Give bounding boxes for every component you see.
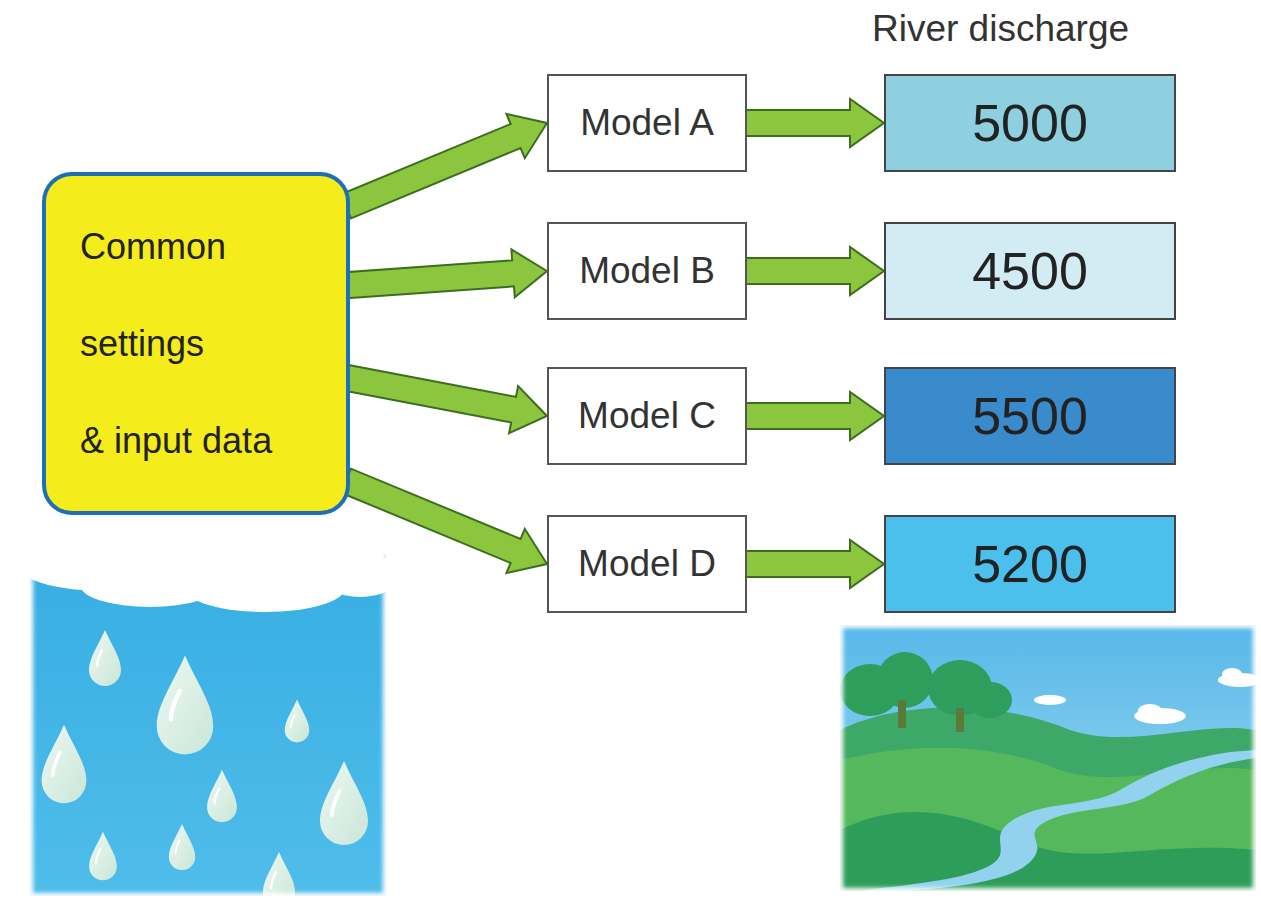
discharge-value: 4500 <box>972 241 1088 301</box>
land-sky <box>840 625 1256 891</box>
rain-cloud <box>30 540 386 612</box>
rain-illustration <box>30 540 386 896</box>
discharge-box: 5000 <box>884 74 1176 172</box>
trees <box>840 652 1012 732</box>
model-name: Model A <box>580 102 714 144</box>
discharge-value: 5000 <box>972 93 1088 153</box>
discharge-value: 5500 <box>972 386 1088 446</box>
discharge-value: 5200 <box>972 534 1088 594</box>
model-name: Model B <box>579 250 715 292</box>
far-hills <box>840 708 1256 892</box>
discharge-box: 4500 <box>884 222 1176 320</box>
block-arrow <box>743 540 884 588</box>
rain-frame <box>30 540 386 896</box>
block-arrow <box>743 247 884 295</box>
input-label: Common settings & input data <box>80 198 272 489</box>
model-box: Model A <box>547 74 747 172</box>
model-box: Model B <box>547 222 747 320</box>
river-illustration <box>840 625 1256 891</box>
block-arrow <box>345 249 547 298</box>
discharge-box: 5200 <box>884 515 1176 613</box>
river <box>860 750 1256 891</box>
discharge-box: 5500 <box>884 367 1176 465</box>
block-arrow <box>341 114 547 218</box>
block-arrow <box>341 469 547 573</box>
model-name: Model D <box>578 543 716 585</box>
input-box: Common settings & input data <box>42 172 350 515</box>
land-clouds <box>1034 668 1256 724</box>
land-frame <box>840 625 1256 891</box>
block-arrow <box>344 365 547 433</box>
model-box: Model D <box>547 515 747 613</box>
rain-sky <box>30 540 386 896</box>
raindrops <box>42 630 368 896</box>
near-bank <box>840 812 1256 891</box>
block-arrow <box>743 99 884 147</box>
meadow <box>840 748 1256 891</box>
model-box: Model C <box>547 367 747 465</box>
model-name: Model C <box>578 395 716 437</box>
column-heading: River discharge <box>872 8 1129 50</box>
block-arrow <box>743 392 884 440</box>
